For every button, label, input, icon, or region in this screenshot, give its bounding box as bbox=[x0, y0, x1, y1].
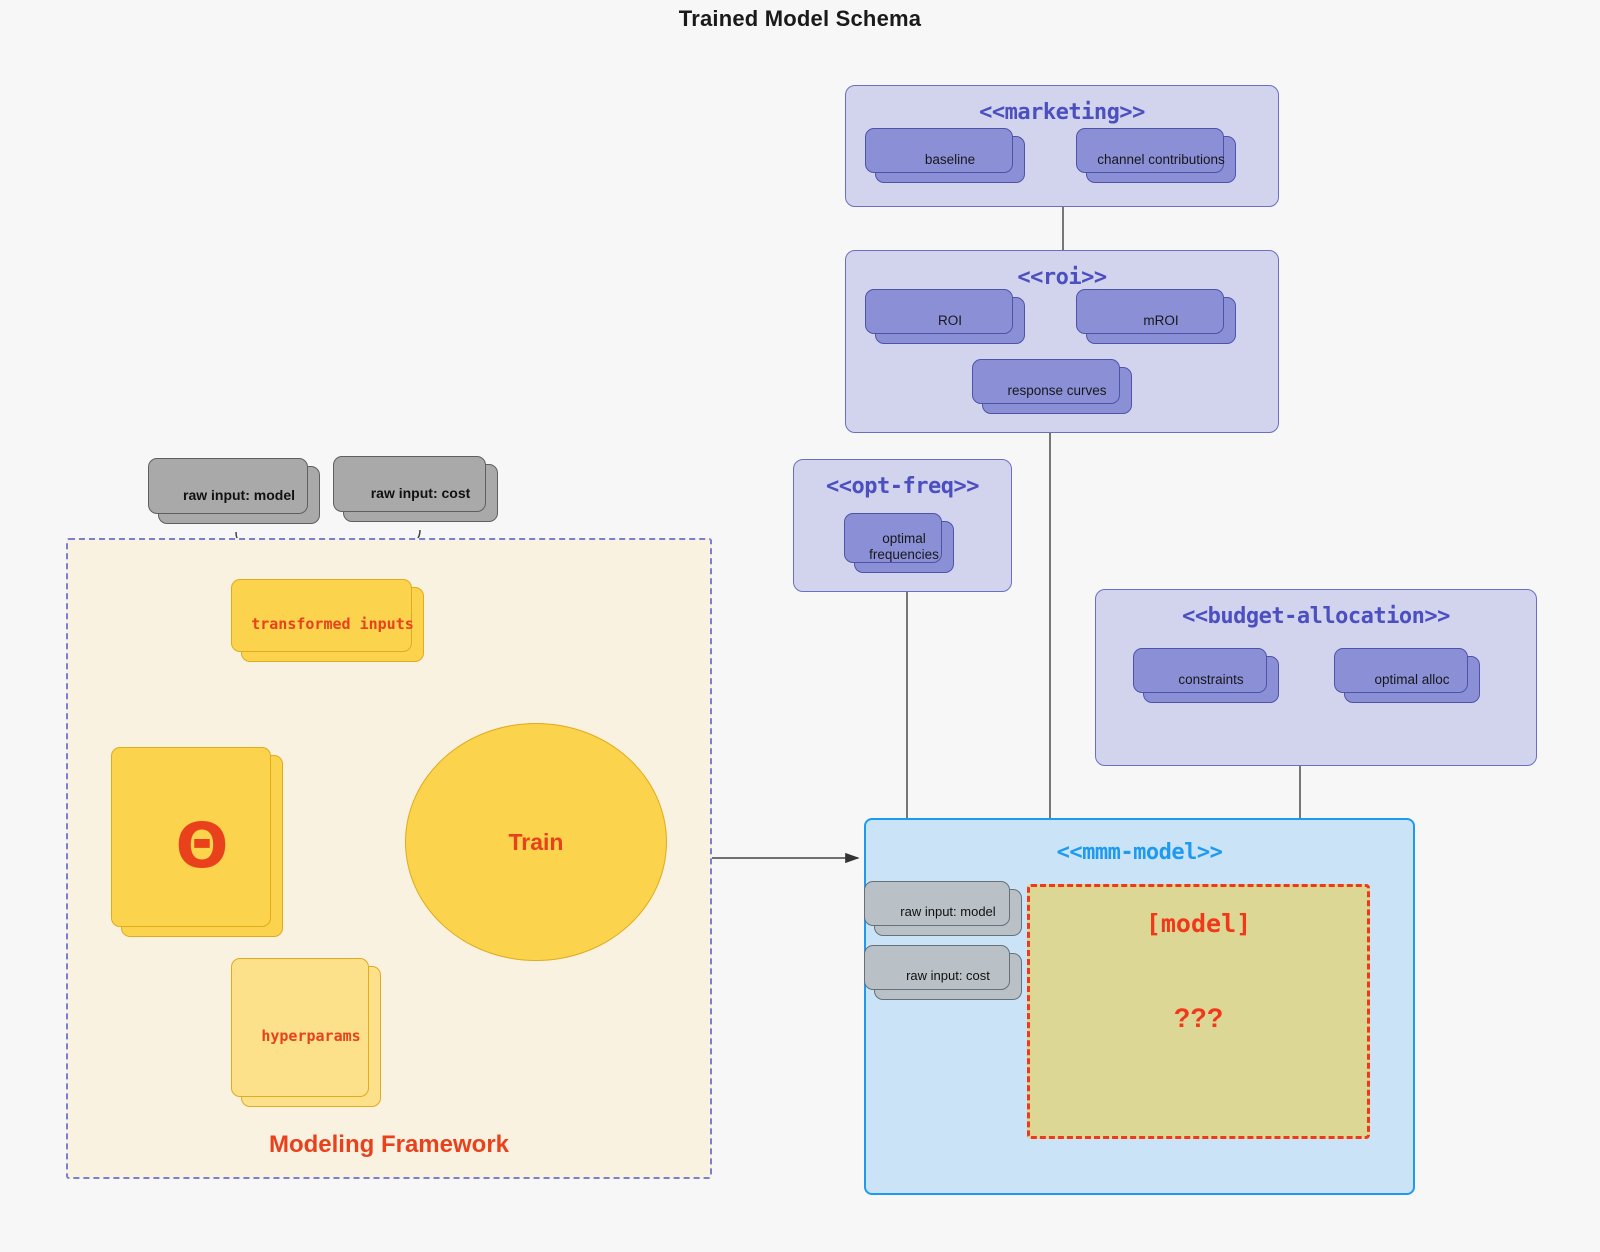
card-optimal-alloc[interactable]: optimal alloc bbox=[1334, 648, 1480, 703]
package-roi-title: <<roi>> bbox=[1017, 265, 1107, 290]
train-label: Train bbox=[508, 828, 564, 855]
package-marketing-title: <<marketing>> bbox=[979, 100, 1145, 125]
package-budget-allocation-title: <<budget-allocation>> bbox=[1182, 604, 1450, 629]
card-mmm-raw-input-model[interactable]: raw input: model bbox=[864, 881, 1022, 936]
model-placeholder-slot[interactable]: [model] ??? bbox=[1027, 884, 1370, 1139]
card-mmm-raw-input-model-label: raw input: model bbox=[900, 904, 996, 920]
card-mmm-raw-input-cost-label: raw input: cost bbox=[906, 968, 990, 984]
card-transformed-inputs-label: transformed inputs bbox=[251, 614, 414, 633]
card-raw-input-cost[interactable]: raw input: cost bbox=[333, 456, 498, 522]
card-channel-contributions[interactable]: channel contributions bbox=[1076, 128, 1236, 183]
train-node[interactable]: Train bbox=[405, 723, 667, 961]
package-mmm-model-title: <<mmm-model>> bbox=[1056, 840, 1223, 865]
card-channel-contributions-label: channel contributions bbox=[1097, 151, 1225, 167]
card-constraints-label: constraints bbox=[1178, 671, 1244, 687]
package-opt-freq-title: <<opt-freq>> bbox=[826, 474, 979, 499]
card-optimal-frequencies-label-line2: frequencies bbox=[869, 547, 939, 562]
card-response-curves-label: response curves bbox=[1007, 382, 1107, 398]
card-mroi[interactable]: mROI bbox=[1076, 289, 1236, 344]
card-baseline[interactable]: baseline bbox=[865, 128, 1025, 183]
card-optimal-frequencies-label-line1: optimal bbox=[882, 531, 926, 547]
card-optimal-frequencies[interactable]: optimal frequencies bbox=[844, 513, 954, 573]
model-slot-question: ??? bbox=[1173, 1003, 1224, 1033]
card-mroi-label: mROI bbox=[1143, 312, 1179, 328]
card-baseline-label: baseline bbox=[924, 151, 976, 167]
card-response-curves[interactable]: response curves bbox=[972, 359, 1132, 414]
model-slot-label: [model] bbox=[1145, 909, 1252, 938]
card-raw-input-cost-label: raw input: cost bbox=[370, 484, 471, 501]
modeling-framework-label: Modeling Framework bbox=[268, 1131, 510, 1158]
card-constraints[interactable]: constraints bbox=[1133, 648, 1279, 703]
card-hyperparams-label: hyperparams bbox=[261, 1026, 361, 1045]
card-theta[interactable]: Θ bbox=[111, 747, 283, 937]
card-transformed-inputs[interactable]: transformed inputs bbox=[231, 579, 424, 662]
card-optimal-alloc-label: optimal alloc bbox=[1374, 671, 1450, 687]
theta-symbol: Θ bbox=[175, 809, 229, 882]
card-hyperparams[interactable]: hyperparams bbox=[231, 958, 381, 1107]
card-roi-label: ROI bbox=[937, 312, 962, 328]
page-title: Trained Model Schema bbox=[678, 6, 922, 31]
card-roi[interactable]: ROI bbox=[865, 289, 1025, 344]
card-raw-input-model[interactable]: raw input: model bbox=[148, 458, 320, 524]
card-mmm-raw-input-cost[interactable]: raw input: cost bbox=[864, 945, 1022, 1000]
card-raw-input-model-label: raw input: model bbox=[183, 486, 295, 503]
